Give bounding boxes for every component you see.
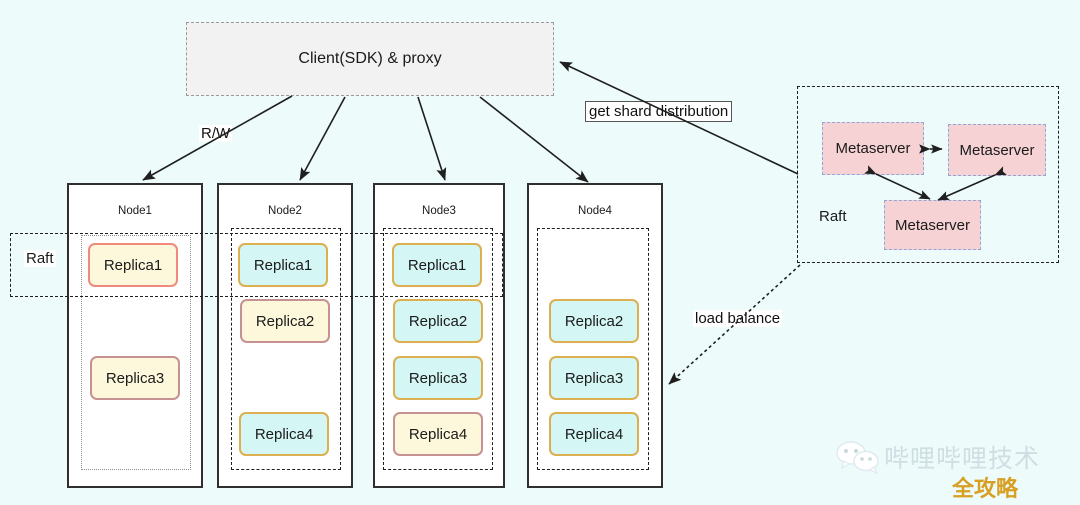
client-sdk-proxy-box[interactable]: Client(SDK) & proxy [186,22,554,96]
node-label-node2: Node2 [268,205,302,217]
replica-chip-node1-replica3[interactable]: Replica3 [90,356,180,400]
shard-group-node1 [81,235,191,470]
edge-label-rw: R/W [199,125,233,142]
replica-chip-node1-replica1[interactable]: Replica1 [88,243,178,287]
client-sdk-proxy-label: Client(SDK) & proxy [298,50,442,67]
replica-label: Replica4 [564,425,624,443]
replica-chip-node2-replica2[interactable]: Replica2 [240,299,330,343]
arrow-client-to-node3 [417,96,447,181]
edge-label-load-balance: load balance [693,310,783,327]
raft-group-replica1 [10,233,503,297]
wechat-icon [836,441,879,475]
raft-group-label: Raft [24,250,56,267]
replica-label: Replica2 [408,312,468,330]
replica-label: Replica4 [408,425,468,443]
arrow-client-to-node2 [299,96,346,181]
replica-chip-node4-replica2[interactable]: Replica2 [549,299,639,343]
shard-group-node2 [231,228,341,470]
node-label-node3: Node3 [422,205,456,217]
metaserver-box-1[interactable]: Metaserver [822,122,924,175]
metaserver-box-3[interactable]: Metaserver [884,200,981,250]
replica-label: Replica3 [564,369,624,387]
replica-chip-node4-replica3[interactable]: Replica3 [549,356,639,400]
replica-label: Replica2 [255,312,315,330]
shard-group-node3 [383,228,493,470]
arrow-client-to-node4 [479,96,589,183]
replica-label: Replica3 [408,369,468,387]
metaserver-label: Metaserver [835,140,911,157]
node-label-node4: Node4 [578,205,612,217]
metaserver-box-2[interactable]: Metaserver [948,124,1046,176]
replica-label: Replica1 [103,256,163,274]
replica-chip-node3-replica4[interactable]: Replica4 [393,412,483,456]
shard-group-node4 [537,228,649,470]
metaserver-raft-label: Raft [819,208,847,225]
replica-label: Replica1 [253,256,313,274]
replica-label: Replica2 [564,312,624,330]
node-label-node1: Node1 [118,205,152,217]
metaserver-label: Metaserver [959,141,1035,159]
replica-label: Replica3 [105,369,165,387]
replica-label: Replica1 [407,256,467,274]
watermark: 哔哩哔哩技术 全攻略 [836,437,1066,502]
replica-chip-node3-replica2[interactable]: Replica2 [393,299,483,343]
watermark-text: 哔哩哔哩技术 [884,444,1041,473]
replica-label: Replica4 [254,425,314,443]
replica-chip-node2-replica4[interactable]: Replica4 [239,412,329,456]
replica-chip-node4-replica4[interactable]: Replica4 [549,412,639,456]
edge-label-get-shard-distribution: get shard distribution [585,101,733,122]
replica-chip-node2-replica1[interactable]: Replica1 [238,243,328,287]
replica-chip-node3-replica1[interactable]: Replica1 [392,243,482,287]
watermark-subtext: 全攻略 [952,477,1019,502]
metaserver-label: Metaserver [894,216,971,234]
replica-chip-node3-replica3[interactable]: Replica3 [393,356,483,400]
